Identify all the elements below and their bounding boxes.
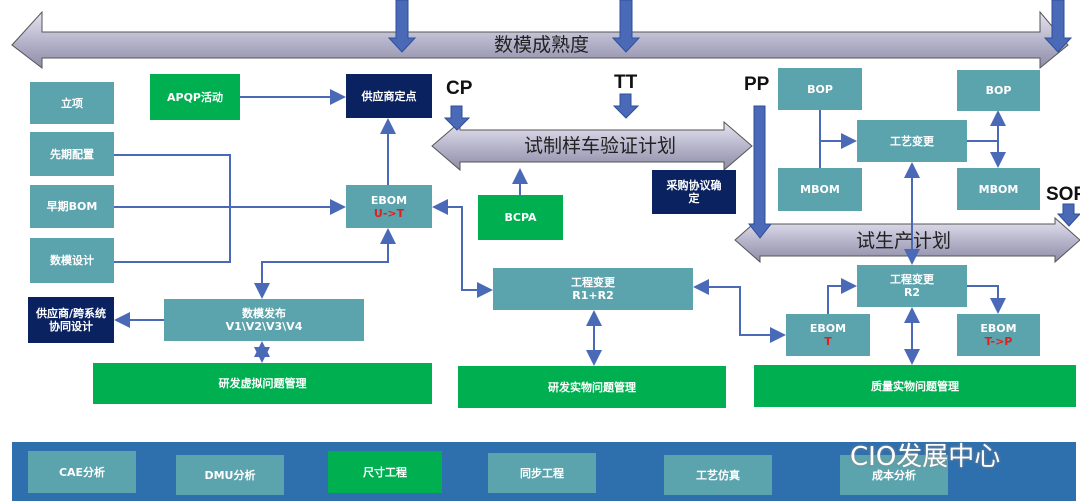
milestone-sop: SOP [1046,184,1080,205]
node-sub: T->P [984,335,1013,348]
node-mbom-2: MBOM [957,168,1040,210]
connectors [114,89,1006,366]
node-title: EBOM [809,322,847,335]
node-bop-2: BOP [957,70,1040,111]
tool-dmu: DMU分析 [176,455,284,495]
node-early-bom: 早期BOM [30,185,114,228]
timeline-label-prototype: 试制样车验证计划 [524,135,677,157]
node-purchase-agreement: 采购协议确定 [652,170,736,214]
node-advance-config: 先期配置 [30,132,114,176]
node-sub: U->T [373,206,405,220]
node-sub: T [824,335,832,348]
tool-cae: CAE分析 [28,451,136,493]
node-bop-1: BOP [778,68,862,110]
node-apqp: APQP活动 [150,74,240,120]
node-sub: R2 [903,286,921,299]
node-title: 数模发布 [242,307,286,320]
timeline-arrow-main [11,10,1069,70]
node-title: EBOM [370,193,408,207]
node-quality-issue: 质量实物问题管理 [754,365,1076,407]
tool-process-sim: 工艺仿真 [664,455,772,495]
node-supplier-collab: 供应商/跨系统协同设计 [28,297,114,343]
node-data-design: 数模设计 [30,238,114,283]
milestone-cp: CP [446,78,473,99]
milestone-pp: PP [744,74,770,95]
node-sub: V1\V2\V3\V4 [225,320,303,333]
milestone-tt: TT [614,72,638,93]
node-sub: R1+R2 [572,289,614,302]
tool-sync-eng: 同步工程 [488,453,596,493]
node-supplier-fix: 供应商定点 [346,74,432,118]
watermark: CIO发展中心 [850,442,1001,472]
node-mbom-1: MBOM [778,168,862,211]
tool-cost: 成本分析 [840,455,948,495]
timeline-label-trial: 试生产计划 [856,230,952,252]
tool-dimension: 尺寸工程 [328,451,442,493]
node-project-start: 立项 [30,82,114,124]
node-physical-issue: 研发实物问题管理 [458,366,726,408]
timeline-label-main: 数模成熟度 [494,34,590,56]
node-title: 工程变更 [571,276,615,289]
node-virtual-issue: 研发虚拟问题管理 [93,363,432,404]
node-process-change: 工艺变更 [857,120,967,162]
milestone-down-arrows [387,0,1080,239]
node-title: 工程变更 [890,273,934,286]
node-title: EBOM [980,322,1017,335]
node-bcpa: BCPA [478,195,563,240]
